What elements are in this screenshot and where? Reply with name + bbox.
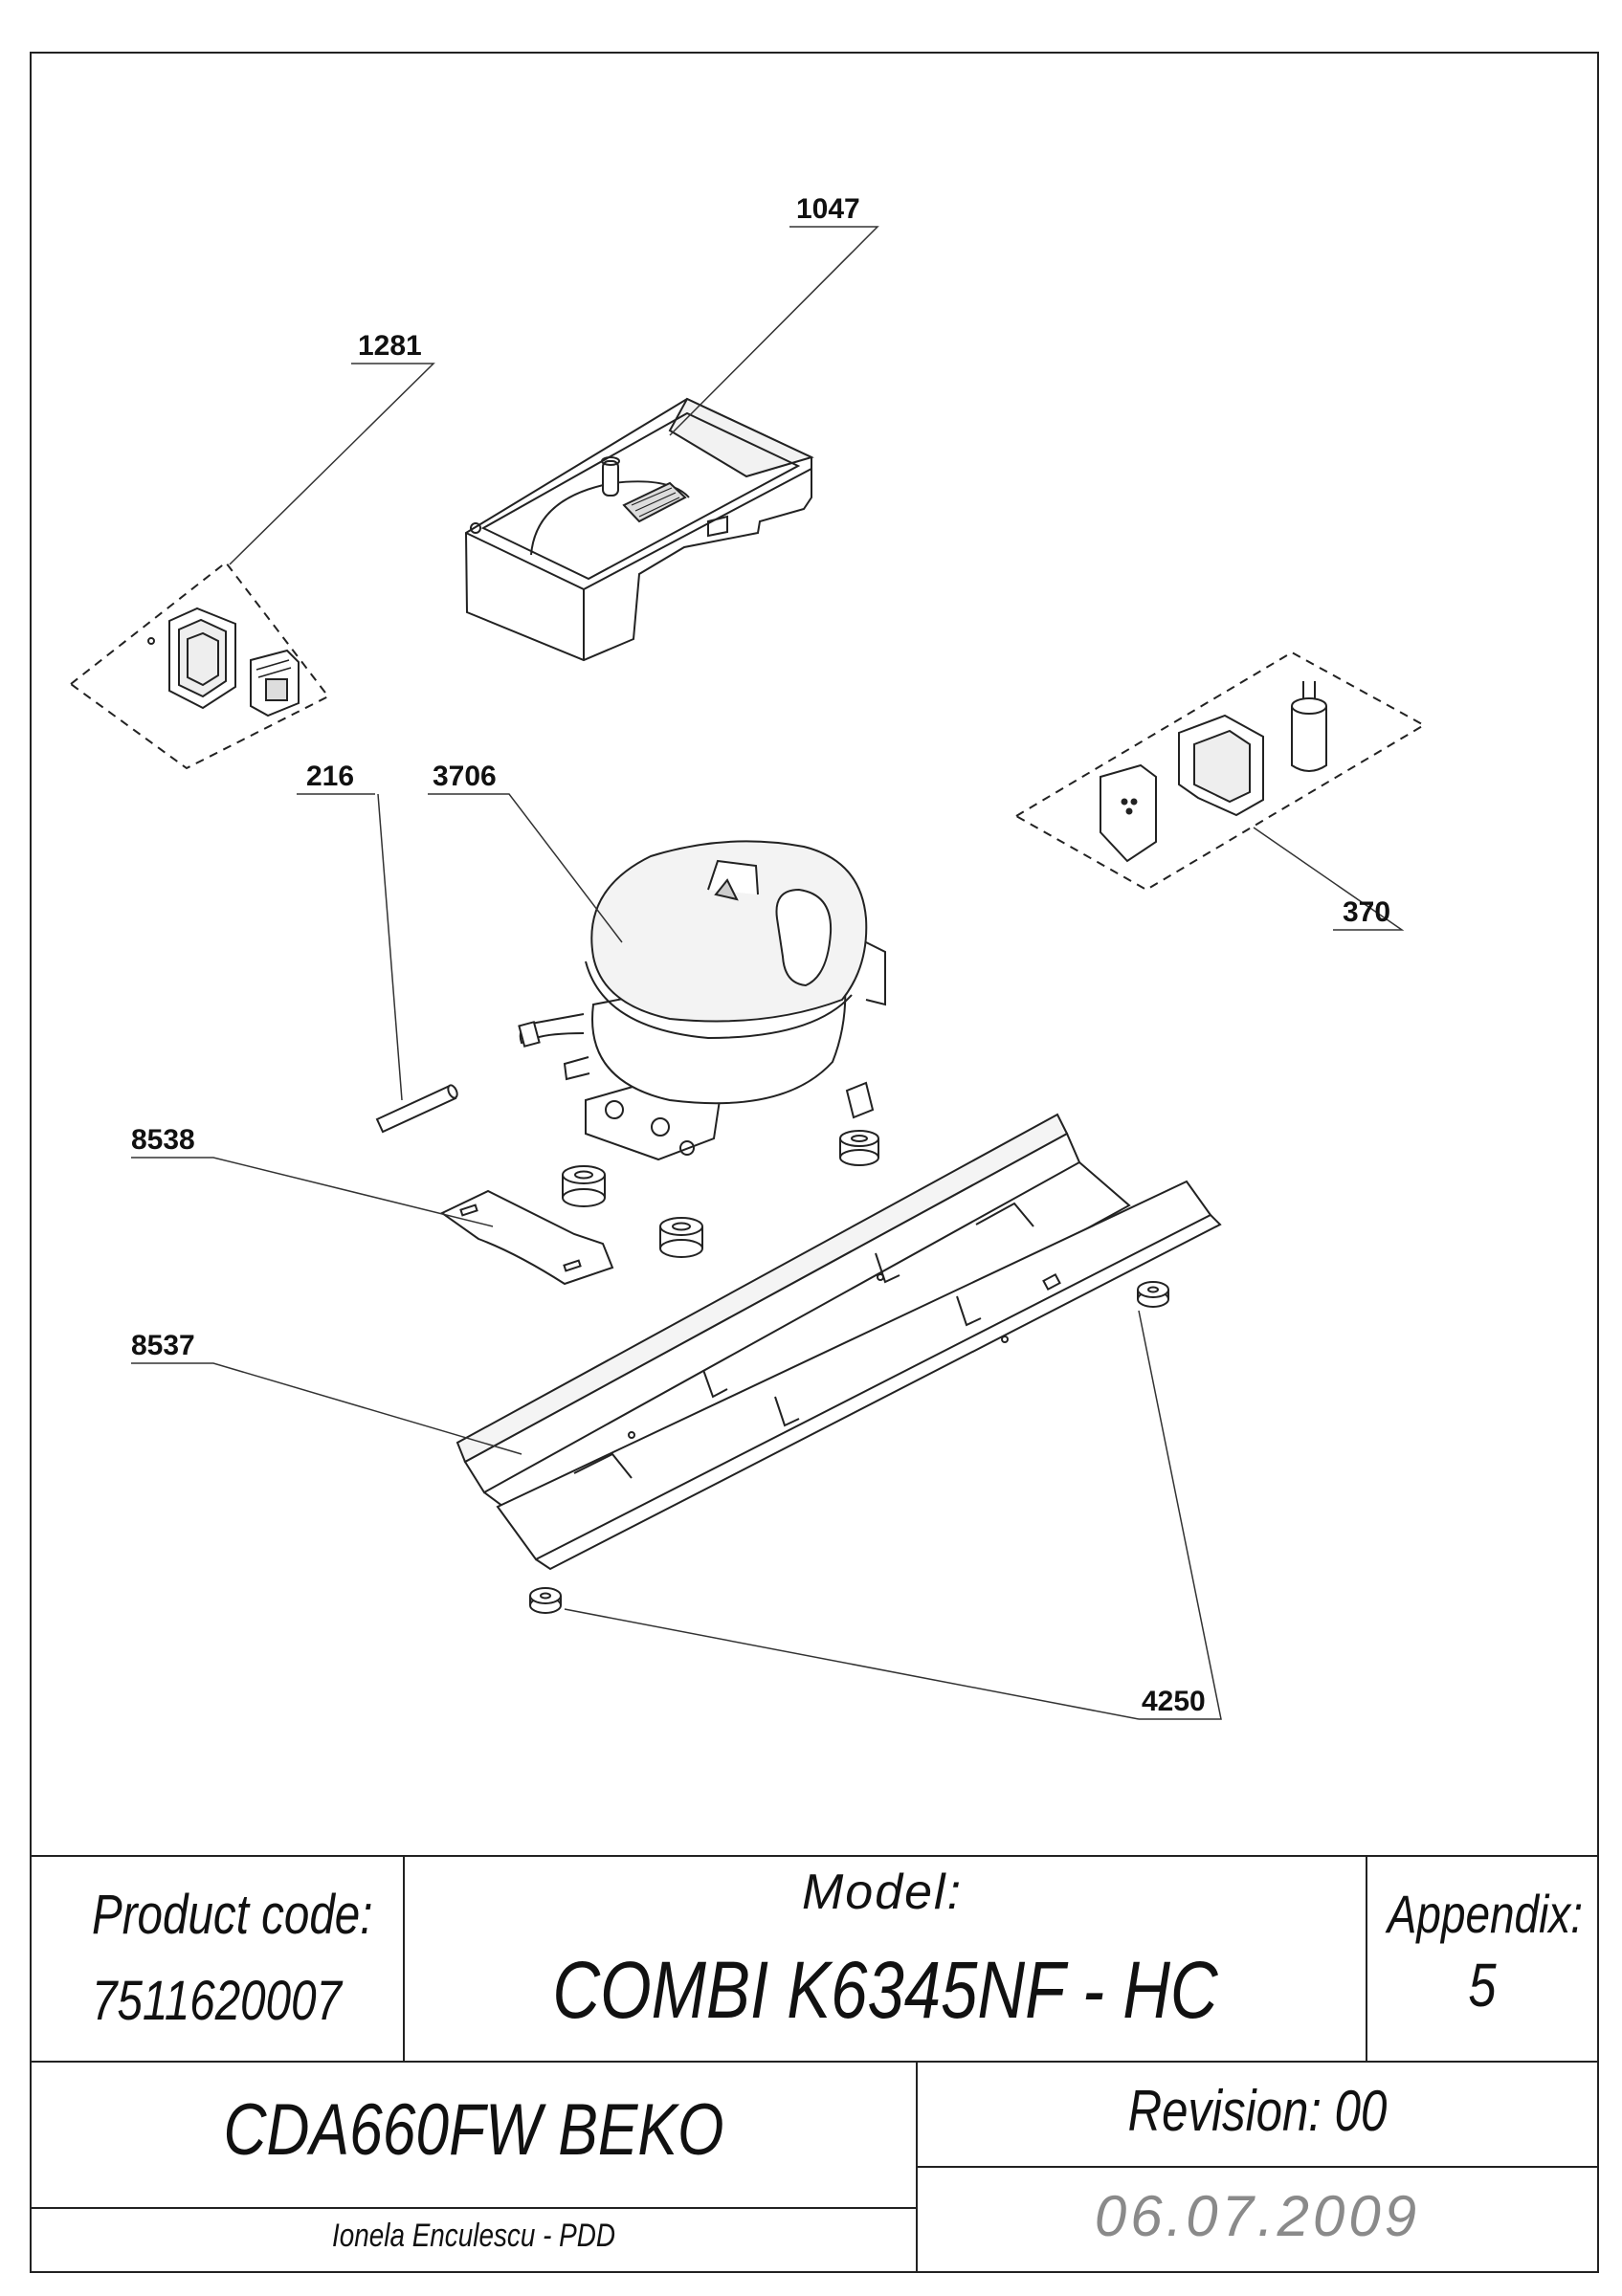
product-name: CDA660FW BEKO [223,2089,724,2171]
pin-part [375,1084,458,1134]
revision: Revision: 00 [1127,2079,1388,2143]
rubber-grommets [562,1130,879,1258]
revision-date: 06.07.2009 [1094,2184,1421,2248]
callout-8538: 8538 [131,1124,195,1156]
callout-216: 216 [306,761,354,792]
appendix-value: 5 [1468,1951,1497,2020]
callout-4250: 4250 [1142,1686,1206,1717]
callout-3706: 3706 [433,761,497,792]
callout-1281: 1281 [358,330,422,362]
grommet-3 [659,1217,703,1258]
callout-370: 370 [1343,896,1390,928]
foot-2 [529,1587,562,1614]
base-rails-part [455,1113,1222,1571]
strap-part [440,1189,614,1286]
product-code-label: Product code: [92,1884,373,1946]
model-label: Model: [801,1865,964,1920]
feet-part [529,1281,1169,1614]
relay-bracket-part [69,561,330,770]
callout-8537: 8537 [131,1330,195,1361]
callout-leaders [131,226,1405,1720]
appendix-label: Appendix: [1387,1884,1584,1944]
sheet-border [30,52,1599,2273]
product-code-value: 7511620007 [92,1970,342,2032]
author: Ionela Enculescu - PDD [332,2218,615,2254]
title-block-grid [31,1855,1598,2272]
callout-labels: 1047 1281 216 3706 370 8538 8537 4250 [131,193,1390,1717]
drip-tray-part [464,397,814,662]
callout-1047: 1047 [796,193,860,225]
capacitor-kit-part [1014,651,1427,892]
model-value: COMBI K6345NF - HC [552,1945,1218,2035]
grommet-2 [562,1165,606,1207]
foot-1 [1137,1281,1169,1308]
grommet-1 [839,1130,879,1166]
compressor-part [518,840,886,1161]
